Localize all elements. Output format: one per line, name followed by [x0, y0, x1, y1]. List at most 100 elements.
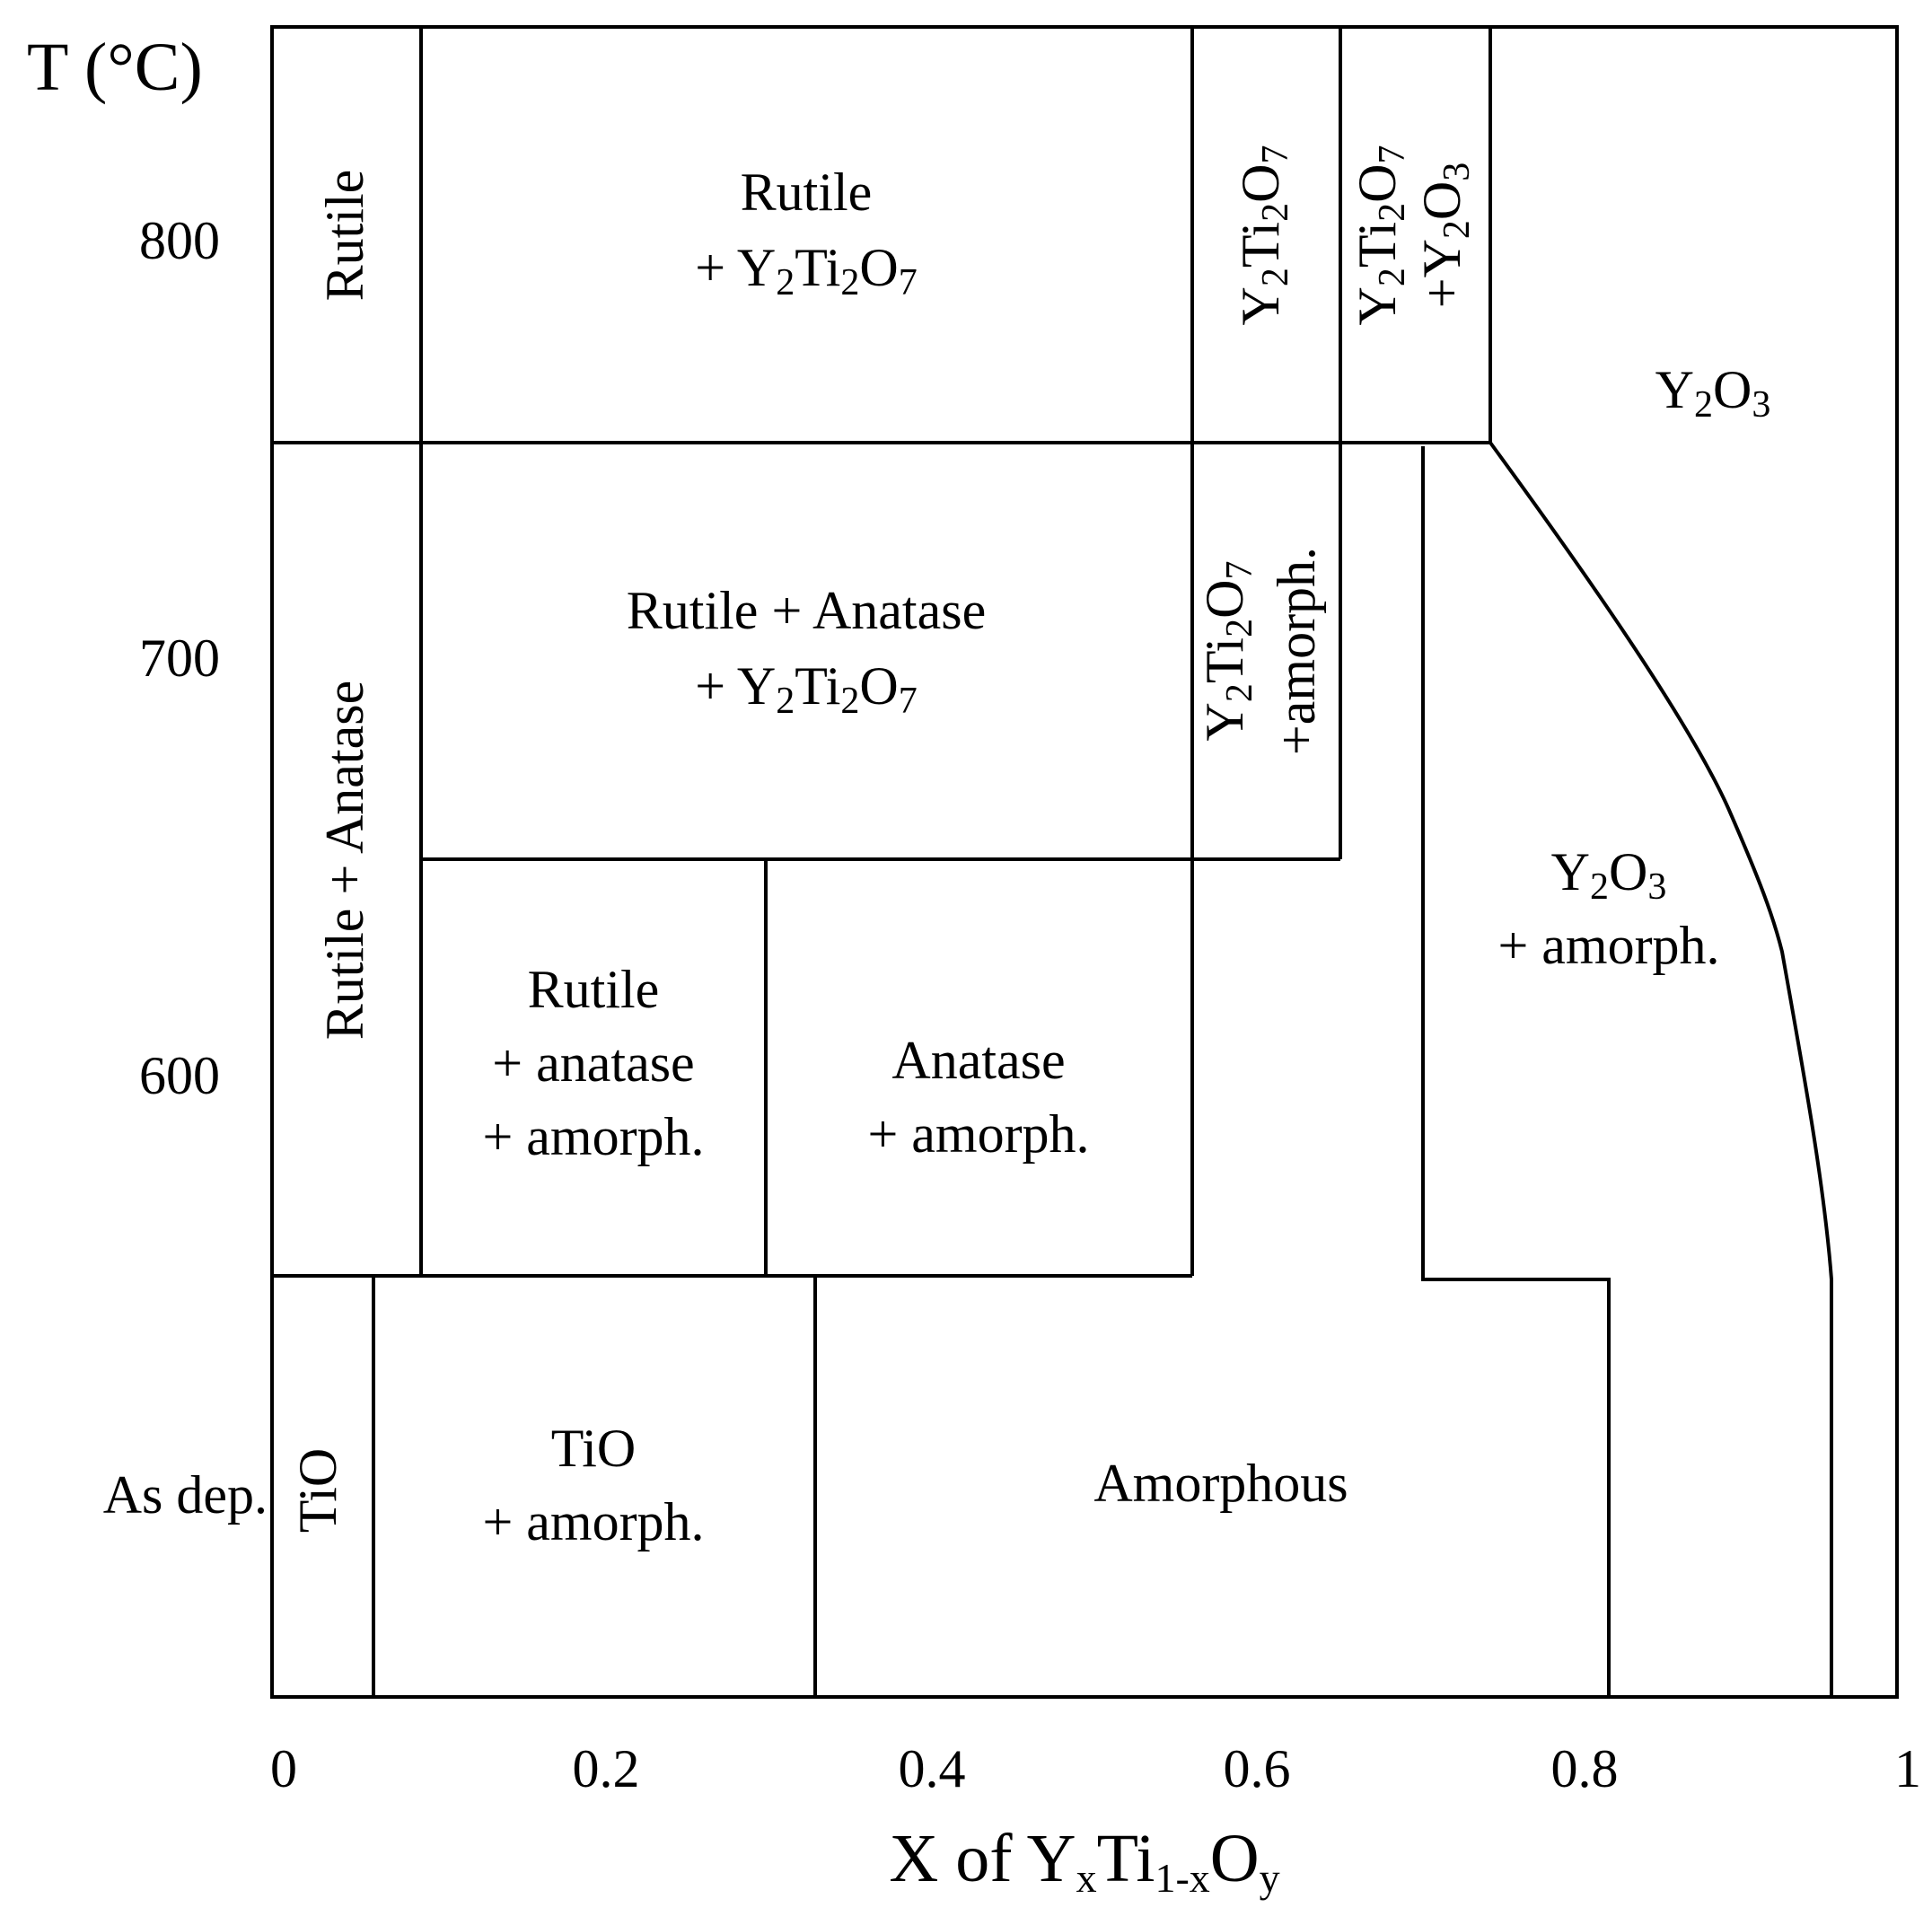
region-label-y2ti2o7-y2o3: +Y2O3	[1412, 163, 1478, 309]
label-text: Ti	[1348, 222, 1407, 268]
subscript: 2	[776, 681, 795, 722]
region-label-rutile-anatase-amorph: Rutile	[528, 960, 660, 1019]
x-tick-label: 0.4	[899, 1739, 966, 1798]
label-text: +Y	[1412, 239, 1471, 308]
subscript: 7	[1255, 145, 1296, 164]
boundary-amorphous-y2o3	[1421, 446, 1611, 1697]
subscript: 2	[1219, 683, 1260, 702]
x-axis-title: X of YxTi1-xOy	[889, 1821, 1279, 1901]
label-text: Rutile	[315, 170, 374, 302]
subscript: 2	[1255, 203, 1296, 222]
label-text: O	[859, 656, 898, 716]
x-axis-ticks: 0 0.2 0.4 0.6 0.8 1	[270, 1739, 1921, 1798]
label-text: O	[1348, 164, 1407, 203]
label-text: Ti	[795, 238, 840, 297]
x-axis-title-mid2: O	[1210, 1821, 1260, 1896]
subscript: 7	[1372, 145, 1413, 164]
label-text: +amorph.	[1267, 547, 1326, 755]
x-axis-title-sub3: y	[1260, 1855, 1280, 1901]
y-axis-title: T (°C)	[27, 30, 203, 105]
region-label-rutile-y2ti2o7: Rutile	[741, 163, 873, 222]
subscript: 2	[1436, 220, 1478, 239]
subscript: 7	[899, 681, 918, 722]
x-tick-label: 0.8	[1551, 1739, 1619, 1798]
y-tick-label: 700	[139, 628, 220, 688]
label-text: O	[1412, 181, 1471, 220]
label-text: Rutile	[741, 163, 873, 222]
label-text: O	[1195, 580, 1254, 619]
region-label-rutile-anatase-amorph: + anatase	[492, 1033, 694, 1093]
label-text: + amorph.	[482, 1107, 704, 1166]
label-text: O	[1609, 842, 1647, 901]
label-text: Y	[1348, 286, 1407, 325]
label-text: + amorph.	[1497, 916, 1719, 975]
region-label-rutile-anatase: Rutile + Anatase	[315, 681, 374, 1040]
label-text: + amorph.	[867, 1104, 1089, 1164]
region-label-y2ti2o7-y2o3: Y2Ti2O7	[1348, 145, 1413, 326]
region-label-anatase-amorph: + amorph.	[867, 1104, 1089, 1164]
region-label-y2ti2o7: Y2Ti2O7	[1231, 145, 1296, 326]
label-text: + amorph.	[482, 1492, 704, 1551]
label-text: + anatase	[492, 1033, 694, 1093]
x-tick-label: 1	[1894, 1739, 1921, 1798]
region-label-anatase-amorph: Anatase	[891, 1031, 1065, 1090]
subscript: 3	[1752, 384, 1770, 426]
region-label-y2o3-amorph: + amorph.	[1497, 916, 1719, 975]
label-text: Y	[1231, 286, 1290, 325]
label-text: TiO	[551, 1419, 637, 1478]
label-text: Ti	[1195, 637, 1254, 683]
region-label-tio: TiO	[288, 1448, 347, 1534]
subscript: 2	[840, 262, 859, 303]
label-text: O	[859, 238, 898, 297]
x-axis-title-prefix: X of Y	[889, 1821, 1076, 1896]
subscript: 7	[899, 262, 918, 303]
label-text: Ti	[795, 656, 840, 716]
phase-boundaries	[270, 25, 1899, 1699]
label-text: Amorphous	[1093, 1454, 1348, 1513]
label-text: TiO	[288, 1448, 347, 1534]
subscript: 2	[840, 681, 859, 722]
x-axis-title-sub1: x	[1076, 1855, 1097, 1901]
x-axis-title-sub2: 1-x	[1155, 1855, 1209, 1901]
y-tick-label: As dep.	[103, 1465, 268, 1525]
subscript: 2	[1372, 203, 1413, 222]
label-text: Rutile	[528, 960, 660, 1019]
region-label-tio-amorph: + amorph.	[482, 1492, 704, 1551]
plot-frame	[270, 25, 1899, 1699]
region-label-rutile-y2ti2o7: + Y2Ti2O7	[695, 238, 918, 303]
region-label-rutile-anatase-amorph: + amorph.	[482, 1107, 704, 1166]
y-tick-label: 800	[139, 211, 220, 270]
label-text: + Y	[695, 238, 776, 297]
label-text: O	[1231, 164, 1290, 203]
subscript: 7	[1219, 561, 1260, 580]
boundary-y2o3-curve	[1489, 441, 1833, 1697]
label-text: Y	[1195, 702, 1254, 741]
subscript: 2	[1590, 866, 1609, 908]
region-label-rutile: Rutile	[315, 170, 374, 302]
subscript: 2	[1219, 619, 1260, 637]
label-text: O	[1713, 360, 1752, 419]
label-text: Y	[1551, 842, 1590, 901]
region-label-y2ti2o7-amorph: Y2Ti2O7	[1195, 561, 1260, 742]
x-tick-label: 0	[270, 1739, 297, 1798]
x-axis-title-mid: Ti	[1097, 1821, 1155, 1896]
region-label-rutile-anatase-y2ti2o7: Rutile + Anatase	[627, 581, 986, 640]
y-tick-label: 600	[139, 1046, 220, 1105]
subscript: 3	[1436, 163, 1478, 181]
label-text: Ti	[1231, 222, 1290, 268]
label-text: Rutile + Anatase	[315, 681, 374, 1040]
label-text: Anatase	[891, 1031, 1065, 1090]
subscript: 3	[1647, 866, 1666, 908]
label-text: + Y	[695, 656, 776, 716]
x-tick-label: 0.6	[1224, 1739, 1291, 1798]
subscript: 2	[1694, 384, 1713, 426]
region-label-rutile-anatase-y2ti2o7: + Y2Ti2O7	[695, 656, 918, 722]
x-tick-label: 0.2	[573, 1739, 640, 1798]
region-label-amorphous: Amorphous	[1093, 1454, 1348, 1513]
label-text: Y	[1655, 360, 1694, 419]
region-label-y2o3-amorph: Y2O3	[1551, 842, 1667, 908]
y-axis-ticks: 800 700 600 As dep.	[103, 211, 268, 1525]
